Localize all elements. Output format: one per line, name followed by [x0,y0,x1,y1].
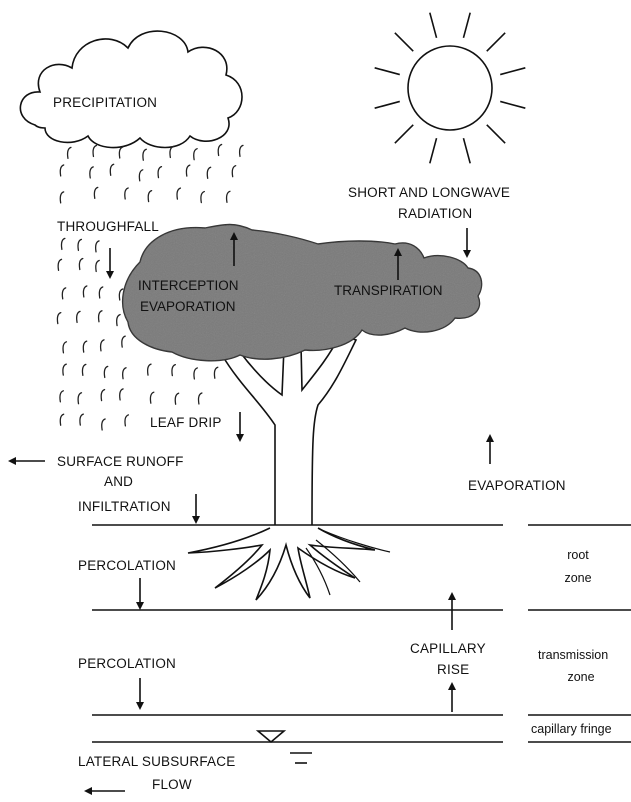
sun-ray [463,138,470,163]
rain-drop [194,149,197,160]
sun-ray [500,68,525,75]
sun-ray [487,33,505,51]
sun-ray [487,125,505,143]
precipitation-label: PRECIPITATION [53,95,157,110]
rain-drop [175,393,178,404]
rain-drop [104,366,107,377]
rain-drop [218,144,221,155]
evaporation-label: EVAPORATION [468,478,566,493]
rain-drop [93,145,96,156]
surface-runoff-label-line1: SURFACE RUNOFF [57,454,184,469]
rain-drop [139,170,142,181]
rain-drop [125,188,128,199]
rain-drop [94,187,97,198]
rain-drop [172,365,175,376]
rain-drop [60,192,63,203]
rain-drop [79,259,82,270]
rain-drop [83,286,86,297]
rain-drop [60,165,63,176]
throughfall-label: THROUGHFALL [57,219,159,234]
root-zone-label-line2: zone [564,571,591,585]
rain-drop [201,192,204,203]
rain-drop [122,336,125,347]
rain-drop [158,167,161,178]
rain-drop [80,414,83,425]
transmission-zone-label-line1: transmission [538,648,608,662]
sun-ray [463,13,470,38]
rain-drop [170,146,173,157]
capillary-fringe-label: capillary fringe [531,722,612,736]
rain-drop [58,259,61,270]
rain-drop [96,241,99,252]
rain-drop [110,164,113,175]
rain-drop [119,147,122,158]
surface-runoff-label-line3: INFILTRATION [78,499,171,514]
rain-drop [227,191,230,202]
rain-drop [194,368,197,379]
rain-drop [148,191,151,202]
rain-drop [68,147,71,158]
rain-drop [62,238,65,249]
rain-drop [62,288,65,299]
rain-drop [101,340,104,351]
rain-drop [240,145,243,156]
percolation-upper-label: PERCOLATION [78,558,176,573]
rain-drop [99,287,102,298]
rain-drop [123,368,126,379]
lateral-flow-label-line1: LATERAL SUBSURFACE [78,754,235,769]
rain-drop [177,188,180,199]
root-zone-label-line1: root [567,548,589,562]
rain-drop [77,311,80,322]
rain-drop [90,167,93,178]
rain-drop [96,260,99,271]
sun-ray [500,101,525,108]
rain-drop [143,149,146,160]
sun-ray [375,68,400,75]
rain-drop [125,415,128,426]
rain-drop [63,342,66,353]
rain-drop [57,313,60,324]
capillary-rise-label-line1: CAPILLARY [410,641,486,656]
surface-runoff-label-line2: AND [104,474,133,489]
rain-drop [60,414,63,425]
capillary-rise-label-line2: RISE [437,662,469,677]
rain-drop [120,389,123,400]
sun-ray [395,125,413,143]
rain-drop [232,166,235,177]
rain-drop [63,364,66,375]
radiation-label-line1: SHORT AND LONGWAVE [348,185,510,200]
transpiration-label: TRANSPIRATION [334,283,443,298]
sun-ray [375,101,400,108]
rain-drop [186,165,189,176]
rain-drop [101,390,104,401]
rain-drop [207,167,210,178]
rain-drop [102,419,105,430]
rain-drop [117,315,120,326]
rain-drop [60,391,63,402]
rain-drop [78,239,81,250]
interception-label-line2: EVAPORATION [140,299,236,314]
sun-ray [430,13,437,38]
sun-ray [430,138,437,163]
rain-drop [148,364,151,375]
rain-drop [78,393,81,404]
rain-drop [199,393,202,404]
sun-ray [395,33,413,51]
sun-icon [375,13,526,164]
water-table-icon [258,731,312,763]
interception-label-line1: INTERCEPTION [138,278,239,293]
cloud-icon [20,31,242,147]
radiation-label-line2: RADIATION [398,206,472,221]
rain-drop [214,367,217,378]
percolation-lower-label: PERCOLATION [78,656,176,671]
transmission-zone-label-line2: zone [567,670,594,684]
rain-drop [99,311,102,322]
leaf-drip-label: LEAF DRIP [150,415,222,430]
lateral-flow-label-line2: FLOW [152,777,192,792]
rain-drop [150,392,153,403]
rain-drop [83,341,86,352]
rain-drop [82,364,85,375]
